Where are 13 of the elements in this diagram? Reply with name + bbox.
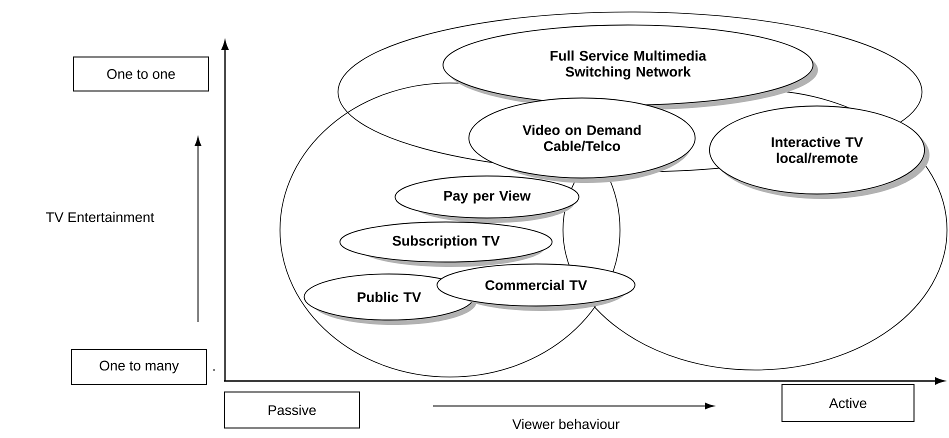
oval-node: Video on Demand Cable/Telco — [468, 98, 696, 183]
scale-box: One to one — [73, 56, 209, 92]
axis-label: . — [213, 369, 215, 371]
axis-label: Viewer behaviour — [512, 418, 620, 430]
scale-box: Passive — [224, 392, 360, 428]
scale-box: One to many — [71, 349, 207, 385]
oval-node: Interactive TV local/remote — [709, 106, 930, 199]
axis-label: TV Entertainment — [46, 212, 154, 222]
oval-node: Pay per View — [394, 176, 580, 223]
oval-node: Commercial TV — [436, 264, 636, 311]
oval-node: Subscription TV — [340, 222, 553, 267]
scale-box: Active — [782, 384, 914, 422]
oval-node: Full Service Multimedia Switching Network — [442, 24, 818, 110]
